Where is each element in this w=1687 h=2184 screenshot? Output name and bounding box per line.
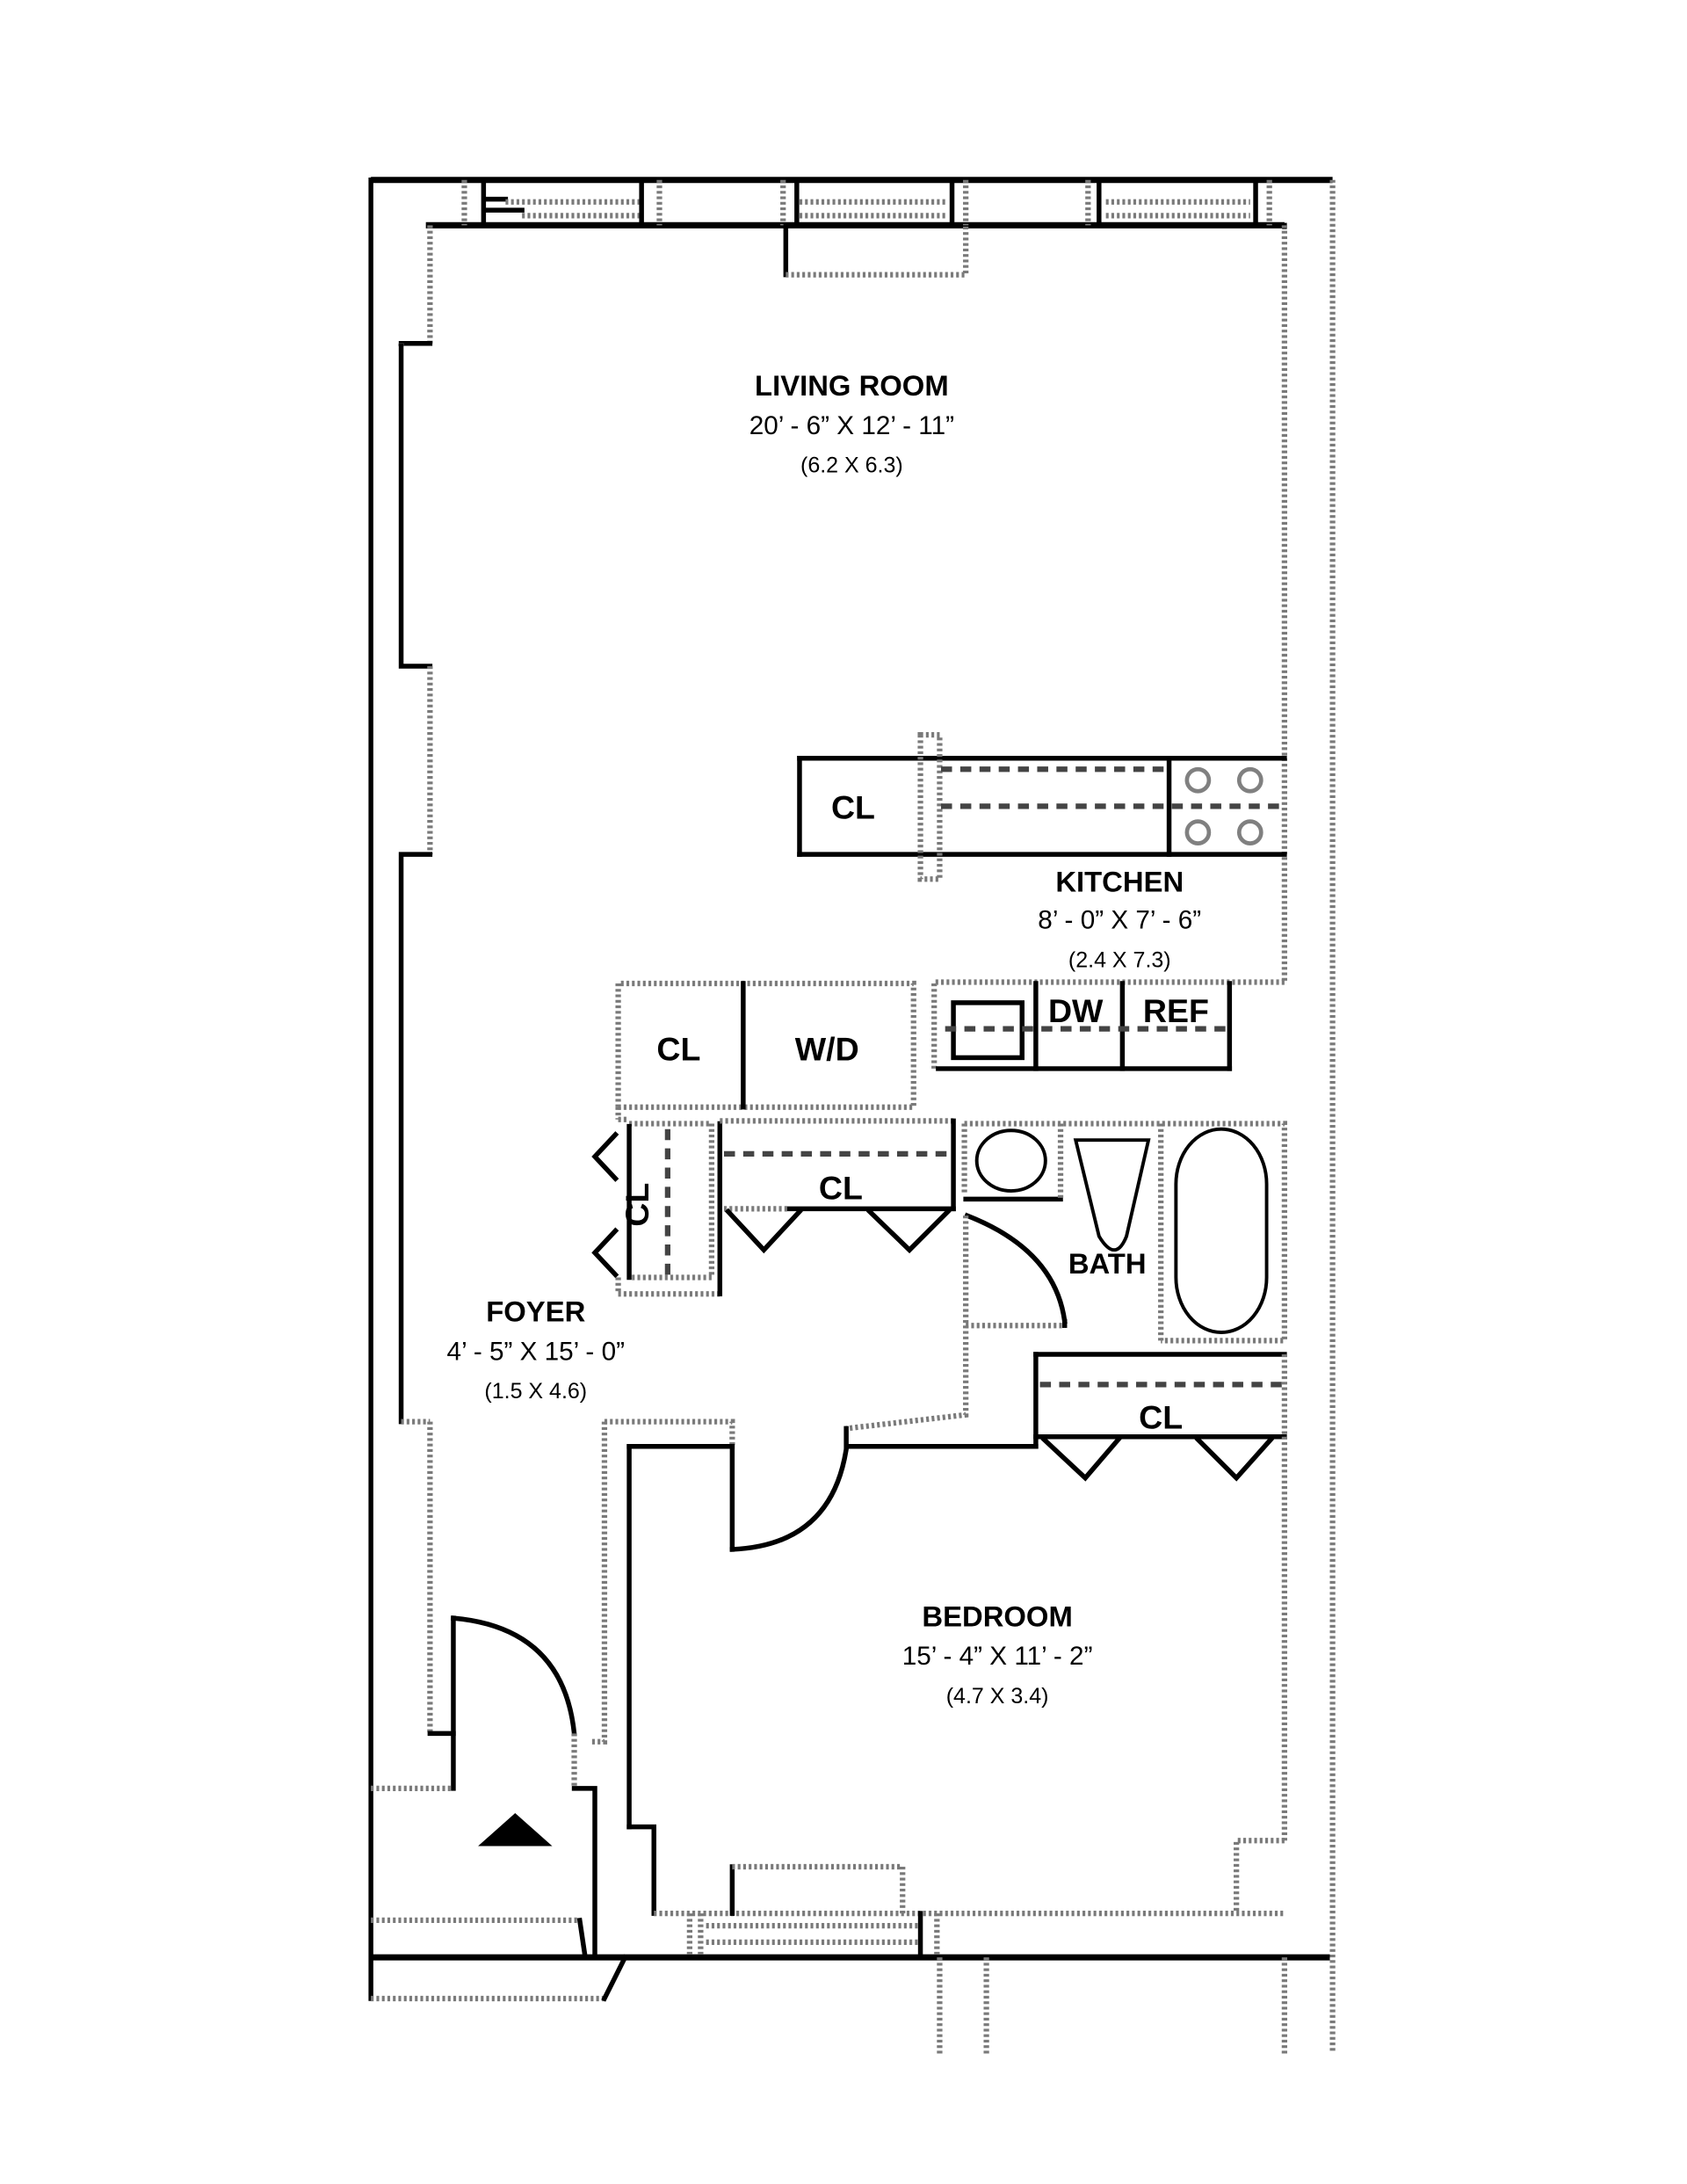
- fixture-label-foyer-closet: CL: [656, 1031, 700, 1068]
- living-room-left-wall: [398, 222, 1288, 1425]
- sink-icon: [974, 1128, 1047, 1193]
- room-name: LIVING ROOM: [755, 369, 949, 402]
- room-label-foyer: FOYER 4’ - 5” X 15’ - 0” (1.5 X 4.6): [447, 1295, 625, 1404]
- fixture-label-bedroom-closet: CL: [1139, 1398, 1183, 1435]
- bedroom-closet: [1033, 1352, 1288, 1841]
- kitchen-appliances: [931, 979, 1285, 1071]
- room-name: KITCHEN: [1055, 865, 1184, 897]
- fixture-label-vertical-closet: CL: [619, 1183, 655, 1227]
- room-name: FOYER: [486, 1295, 585, 1328]
- exterior-lines: [937, 1957, 1288, 2054]
- top-windows: [461, 178, 1272, 229]
- room-dimensions-imperial: 20’ - 6” X 12’ - 11”: [749, 411, 954, 440]
- bathroom: [961, 1121, 1288, 1344]
- room-dimensions-metric: (6.2 X 6.3): [800, 453, 903, 478]
- foyer-closets: [591, 1116, 956, 1297]
- fixture-label-refrigerator: REF: [1143, 992, 1209, 1029]
- bathtub-icon: [1174, 1127, 1269, 1334]
- closet-wd-block: [615, 980, 916, 1120]
- interior-walls: [401, 1325, 1285, 1917]
- room-label-bath: BATH: [1068, 1247, 1147, 1280]
- room-name: BEDROOM: [922, 1600, 1072, 1632]
- door-swing-bath: [964, 1212, 1068, 1324]
- room-label-kitchen: KITCHEN 8’ - 0” X 7’ - 6” (2.4 X 7.3): [1038, 865, 1201, 972]
- window-bay: [783, 222, 969, 278]
- fixture-label-kitchen-closet: CL: [831, 788, 875, 825]
- room-label-living-room: LIVING ROOM 20’ - 6” X 12’ - 11” (6.2 X …: [749, 369, 954, 478]
- fixture-label-hall-closet: CL: [819, 1169, 863, 1206]
- room-dimensions-metric: (4.7 X 3.4): [946, 1684, 1049, 1709]
- bedroom-window: [686, 1863, 940, 1960]
- room-dimensions-imperial: 15’ - 4” X 11’ - 2”: [902, 1642, 1093, 1671]
- entry-vestibule: [371, 1421, 629, 2002]
- stove-icon: [1184, 766, 1263, 845]
- room-dimensions-imperial: 8’ - 0” X 7’ - 6”: [1038, 906, 1201, 935]
- room-dimensions-metric: (2.4 X 7.3): [1068, 947, 1171, 972]
- outer-walls: [368, 177, 1336, 2054]
- door-swing-entry: [450, 1615, 577, 1737]
- fixture-label-dishwasher: DW: [1048, 992, 1104, 1029]
- room-label-bedroom: BEDROOM 15’ - 4” X 11’ - 2” (4.7 X 3.4): [902, 1600, 1093, 1709]
- fixture-label-washer-dryer: W/D: [795, 1031, 859, 1068]
- toilet-icon: [1073, 1138, 1151, 1252]
- room-dimensions-imperial: 4’ - 5” X 15’ - 0”: [447, 1337, 625, 1366]
- room-dimensions-metric: (1.5 X 4.6): [484, 1379, 587, 1404]
- door-swing-bedroom: [729, 1446, 850, 1552]
- entrance-arrow-icon: [478, 1813, 553, 1847]
- kitchen-counter: [797, 732, 1287, 882]
